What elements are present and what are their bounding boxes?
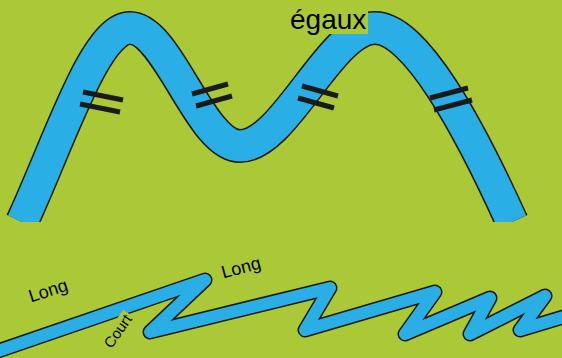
ground-cut xyxy=(0,222,562,242)
segment-label: Long xyxy=(217,253,264,282)
equal-marks xyxy=(80,84,472,112)
segment-label: Long xyxy=(24,275,71,306)
meander-band xyxy=(0,280,562,352)
equal-label: égaux xyxy=(288,6,368,34)
river-outline xyxy=(22,28,512,222)
meander-outline xyxy=(0,280,562,352)
river-band xyxy=(22,28,512,222)
